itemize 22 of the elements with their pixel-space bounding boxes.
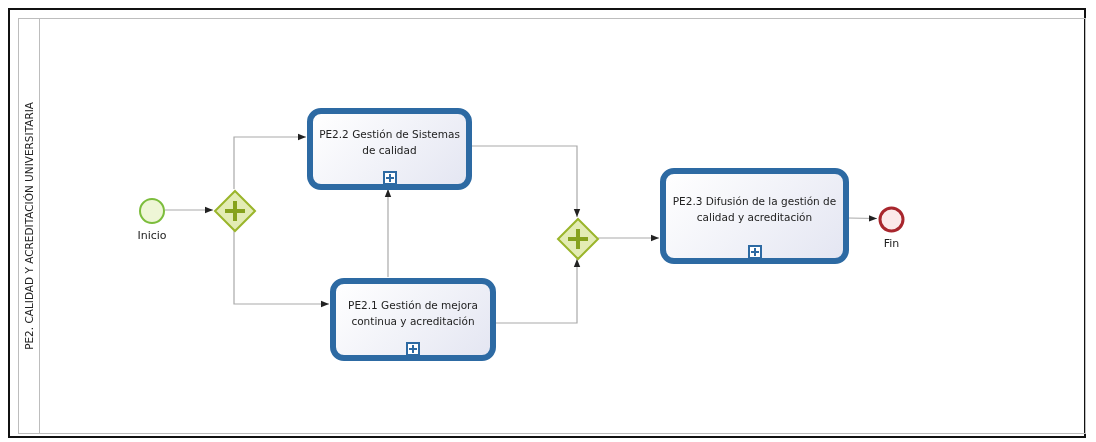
subprocess-box — [307, 108, 472, 190]
sequence-flow-arrow — [494, 258, 581, 324]
task-label: PE2.2 Gestión de Sistemas de calidad — [319, 127, 460, 158]
pool-lane — [18, 18, 1086, 434]
subprocess-box — [660, 168, 849, 264]
end-event-circle — [878, 206, 905, 233]
lane-title: PE2. CALIDAD Y ACREDITACIÓN UNIVERSITARIA — [23, 102, 35, 350]
event-label: Inicio — [137, 229, 167, 242]
sequence-flow-arrow — [384, 188, 392, 278]
event-label: Fin — [883, 237, 900, 250]
task-label: PE2.1 Gestión de mejora continua y acreditación — [347, 297, 479, 329]
sequence-flow-arrow — [164, 206, 214, 214]
subprocess-box — [330, 278, 496, 361]
start-event-circle — [138, 197, 166, 225]
sequence-flow-arrow — [597, 234, 660, 242]
task-label: PE2.3 Difusión de la gestión de calidad y acreditación — [672, 194, 837, 225]
gateway-diamond — [557, 218, 599, 260]
gateway-diamond — [214, 190, 256, 232]
sequence-flow-arrow — [470, 145, 581, 218]
sequence-flow-arrow — [233, 133, 307, 190]
sequence-flow-arrow — [233, 230, 330, 308]
sequence-flow-arrow — [847, 215, 878, 222]
